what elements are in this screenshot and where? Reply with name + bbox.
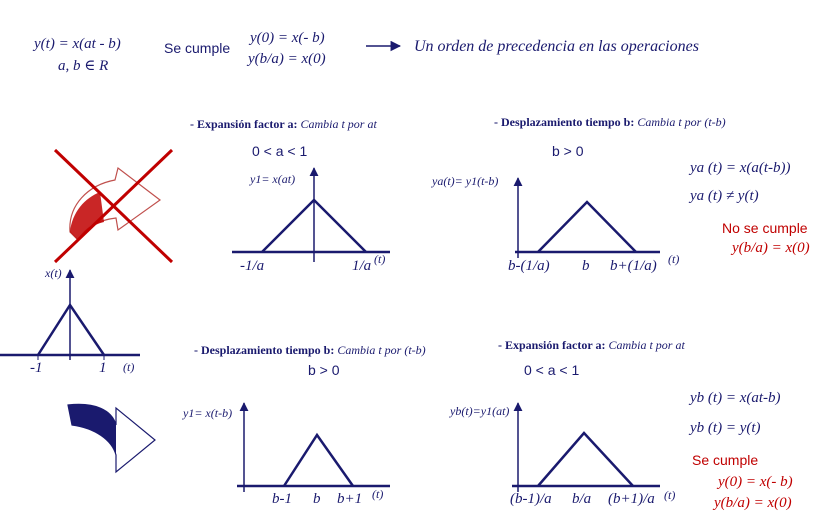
panel-title-rest: Cambia t por at bbox=[605, 338, 685, 352]
tick-label-right: (b+1)/a bbox=[608, 491, 655, 507]
panel-title: - Expansión factor a: Cambia t por at bbox=[498, 338, 685, 353]
axis-label-y: y1= x(t-b) bbox=[183, 406, 233, 420]
tick-unit: (t) bbox=[664, 488, 676, 502]
definition-equation: y(t) = x(at - b) bbox=[34, 36, 121, 52]
tick-label-mid: b/a bbox=[572, 491, 592, 507]
result-equation-2: yb (t) = y(t) bbox=[690, 420, 761, 436]
header-conclusion: Un orden de precedencia en las operacion… bbox=[414, 38, 699, 55]
panel-title-bold: - Desplazamiento tiempo b: bbox=[494, 115, 635, 129]
panel-title: - Expansión factor a: Cambia t por at bbox=[190, 117, 377, 132]
panel-condition: b > 0 bbox=[552, 143, 584, 159]
tick-label-right: b+(1/a) bbox=[610, 258, 657, 274]
panel-title: - Desplazamiento tiempo b: Cambia t por … bbox=[194, 343, 426, 358]
axis-label-y: y1= x(at) bbox=[250, 172, 296, 186]
definition-domain: a, b ∈ R bbox=[58, 58, 109, 74]
axis-label-y: ya(t)= y1(t-b) bbox=[432, 174, 499, 188]
result-equation-1: yb (t) = x(at-b) bbox=[690, 390, 781, 406]
tick-label-left: b-(1/a) bbox=[508, 258, 550, 274]
panel-condition: b > 0 bbox=[308, 362, 340, 378]
panel-title-bold: - Expansión factor a: bbox=[498, 338, 606, 352]
tick-label-left: (b-1)/a bbox=[510, 491, 552, 507]
panel-condition: 0 < a < 1 bbox=[252, 143, 308, 159]
tick-label-left: -1 bbox=[30, 360, 43, 376]
axis-label-y: yb(t)=y1(at) bbox=[450, 404, 510, 418]
tick-unit: (t) bbox=[123, 360, 135, 374]
header-condition-2: y(b/a) = x(0) bbox=[248, 51, 326, 67]
panel-condition: 0 < a < 1 bbox=[524, 362, 580, 378]
tick-label-mid: b bbox=[582, 258, 590, 274]
panel-title-rest: Cambia t por at bbox=[297, 117, 377, 131]
panel-title-bold: - Expansión factor a: bbox=[190, 117, 298, 131]
panel-title-rest: Cambia t por (t-b) bbox=[334, 343, 426, 357]
tick-label-mid: b bbox=[313, 491, 321, 507]
curved-arrow-icon bbox=[67, 403, 156, 474]
no-cumple-equation: y(b/a) = x(0) bbox=[732, 240, 810, 256]
plot-top-right bbox=[513, 177, 660, 258]
plot-original bbox=[0, 269, 140, 360]
tick-unit: (t) bbox=[668, 252, 680, 266]
panel-title-bold: - Desplazamiento tiempo b: bbox=[194, 343, 335, 357]
cumple-equation-2: y(b/a) = x(0) bbox=[714, 495, 792, 511]
crossed-rotation-icon bbox=[53, 148, 174, 264]
plot-top-left bbox=[232, 167, 390, 262]
result-equation-2: ya (t) ≠ y(t) bbox=[690, 188, 759, 204]
plot-bottom-right bbox=[512, 402, 660, 492]
cumple-equation-1: y(0) = x(- b) bbox=[718, 474, 793, 490]
tick-label-left: b-1 bbox=[272, 491, 292, 507]
no-cumple-label: No se cumple bbox=[722, 220, 808, 236]
result-equation-1: ya (t) = x(a(t-b)) bbox=[690, 160, 791, 176]
tick-label-right: b+1 bbox=[337, 491, 363, 507]
se-cumple-label: Se cumple bbox=[164, 40, 231, 56]
tick-unit: (t) bbox=[372, 487, 384, 501]
tick-label-left: -1/a bbox=[240, 258, 265, 274]
axis-label-y: x(t) bbox=[45, 266, 62, 280]
tick-label-right: 1 bbox=[99, 360, 107, 376]
plot-bottom-left bbox=[237, 402, 390, 492]
header-condition-1: y(0) = x(- b) bbox=[250, 30, 325, 46]
panel-title: - Desplazamiento tiempo b: Cambia t por … bbox=[494, 115, 726, 130]
se-cumple-label: Se cumple bbox=[692, 452, 759, 468]
panel-title-rest: Cambia t por (t-b) bbox=[634, 115, 726, 129]
tick-unit: (t) bbox=[374, 252, 386, 266]
tick-label-right: 1/a bbox=[352, 258, 372, 274]
